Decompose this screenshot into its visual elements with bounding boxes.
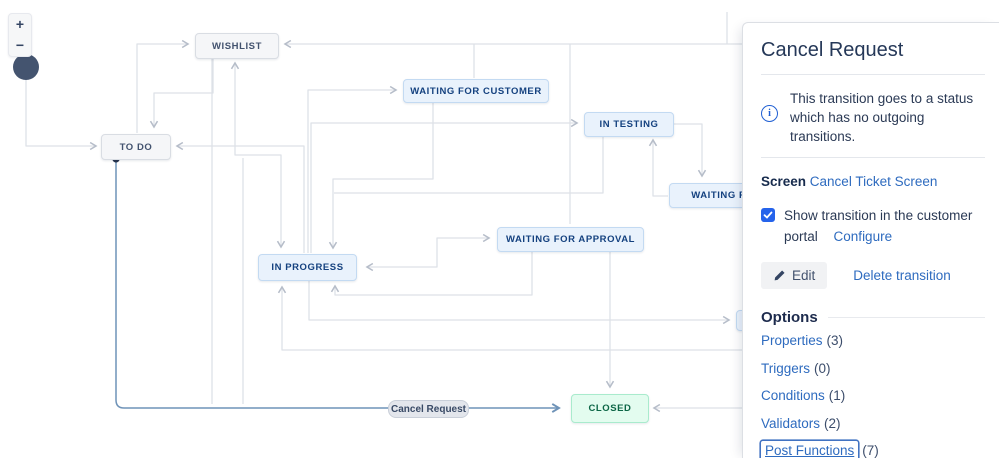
option-count: (1) bbox=[828, 388, 846, 403]
status-node-in-testing[interactable]: IN TESTING bbox=[584, 112, 674, 137]
options-heading: Options bbox=[761, 309, 818, 326]
status-node-waiting-for-customer[interactable]: WAITING FOR CUSTOMER bbox=[403, 79, 549, 103]
info-icon: i bbox=[761, 105, 778, 122]
option-item: Triggers(0) bbox=[761, 360, 985, 378]
transition-label-pill[interactable]: Cancel Request bbox=[388, 400, 469, 418]
option-link-properties[interactable]: Properties bbox=[761, 333, 823, 348]
divider bbox=[761, 157, 985, 158]
show-transition-label: Show transition in the customer portal bbox=[784, 208, 973, 244]
transition-details-panel: Cancel Request i This transition goes to… bbox=[742, 22, 999, 458]
option-item: Validators(2) bbox=[761, 415, 985, 433]
option-count: (0) bbox=[814, 360, 831, 376]
pencil-icon bbox=[774, 270, 785, 281]
options-heading-row: Options bbox=[761, 309, 985, 326]
options-list: Properties(3) Triggers(0) Conditions(1) Val… bbox=[761, 332, 985, 458]
action-row: Edit Delete transition bbox=[761, 262, 985, 289]
option-link-validators[interactable]: Validators bbox=[761, 415, 821, 431]
configure-link[interactable]: Configure bbox=[833, 229, 893, 244]
option-link-triggers[interactable]: Triggers bbox=[761, 360, 811, 376]
zoom-out-button[interactable]: − bbox=[9, 35, 31, 56]
option-count: (2) bbox=[824, 415, 841, 431]
zoom-controls: + − bbox=[8, 13, 32, 57]
screen-link[interactable]: Cancel Ticket Screen bbox=[809, 174, 938, 189]
screen-row: Screen Cancel Ticket Screen bbox=[761, 174, 985, 189]
option-link-conditions[interactable]: Conditions bbox=[761, 388, 825, 403]
option-count: (3) bbox=[826, 333, 844, 348]
edit-button[interactable]: Edit bbox=[761, 262, 828, 289]
screen-label: Screen bbox=[761, 174, 807, 189]
cancel-request-transition-line[interactable] bbox=[115, 160, 561, 413]
option-count: (7) bbox=[862, 443, 879, 458]
status-node-waiting-for-approval[interactable]: WAITING FOR APPROVAL bbox=[497, 227, 644, 252]
checkmark-icon bbox=[763, 211, 773, 219]
option-item: Post Functions (7) bbox=[761, 442, 985, 458]
status-node-closed[interactable]: CLOSED bbox=[571, 394, 649, 423]
show-transition-checkbox[interactable] bbox=[761, 208, 775, 222]
info-message: i This transition goes to a status which… bbox=[761, 89, 985, 146]
panel-title: Cancel Request bbox=[761, 39, 904, 61]
workflow-start-node[interactable] bbox=[13, 54, 39, 80]
option-item: Conditions(1) bbox=[761, 387, 985, 405]
status-node-wishlist[interactable]: WISHLIST bbox=[195, 33, 279, 59]
status-node-todo[interactable]: TO DO bbox=[101, 134, 171, 160]
divider bbox=[761, 74, 985, 75]
delete-transition-link[interactable]: Delete transition bbox=[853, 268, 951, 283]
status-node-in-progress[interactable]: IN PROGRESS bbox=[258, 254, 357, 281]
option-link-post-functions[interactable]: Post Functions bbox=[761, 441, 858, 458]
edit-button-label: Edit bbox=[792, 268, 816, 283]
info-text: This transition goes to a status which h… bbox=[790, 91, 974, 144]
option-item: Properties(3) bbox=[761, 332, 985, 350]
zoom-in-button[interactable]: + bbox=[9, 14, 31, 35]
customer-portal-row: Show transition in the customer portal C… bbox=[761, 205, 985, 247]
